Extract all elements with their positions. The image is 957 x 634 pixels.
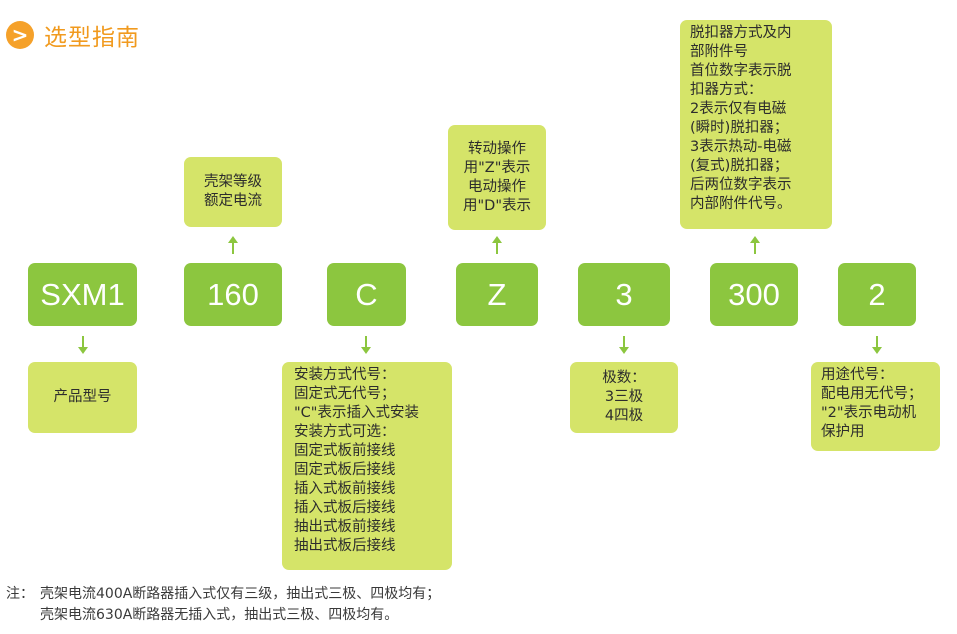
desc-usage: 用途代号： 配电用无代号； "2"表示电动机 保护用 [811,362,940,451]
chevron-right-icon: > [6,21,34,49]
desc-poles: 极数： 3三极 4四极 [570,362,678,433]
desc-frame-grade: 壳架等级 额定电流 [184,157,282,227]
code-2: 2 [838,263,916,326]
arrow-down-poles [618,336,630,354]
code-c: C [327,263,406,326]
footnote-text-1: 壳架电流400A断路器插入式仅有三级，抽出式三极、四极均有； [40,586,441,602]
section-title: > 选型指南 [6,18,140,52]
title-text: 选型指南 [44,25,140,51]
arrow-down-usage [871,336,883,354]
code-sxm1: SXM1 [28,263,137,326]
desc-installation: 安装方式代号： 固定式无代号； "C"表示插入式安装 安装方式可选： 固定式板前… [282,362,452,570]
code-3: 3 [578,263,670,326]
footnote: 注： 壳架电流400A断路器插入式仅有三级，抽出式三极、四极均有； 壳架电流630… [6,584,440,626]
footnote-line-1: 注： 壳架电流400A断路器插入式仅有三级，抽出式三极、四极均有； [6,584,440,605]
code-z: Z [456,263,538,326]
code-300: 300 [710,263,798,326]
arrow-down-product-model [77,336,89,354]
footnote-text-2: 壳架电流630A断路器无插入式，抽出式三极、四极均有。 [40,607,399,623]
desc-product-model: 产品型号 [28,362,137,433]
footnote-prefix: 注： [6,586,34,602]
arrow-up-release [749,236,761,254]
desc-release: 脱扣器方式及内 部附件号 首位数字表示脱 扣器方式： 2表示仅有电磁 (瞬时)脱… [680,20,832,229]
arrow-up-frame-grade [227,236,239,254]
arrow-down-installation [360,336,372,354]
desc-operation: 转动操作 用"Z"表示 电动操作 用"D"表示 [448,125,546,230]
arrow-up-operation [491,236,503,254]
code-160: 160 [184,263,282,326]
